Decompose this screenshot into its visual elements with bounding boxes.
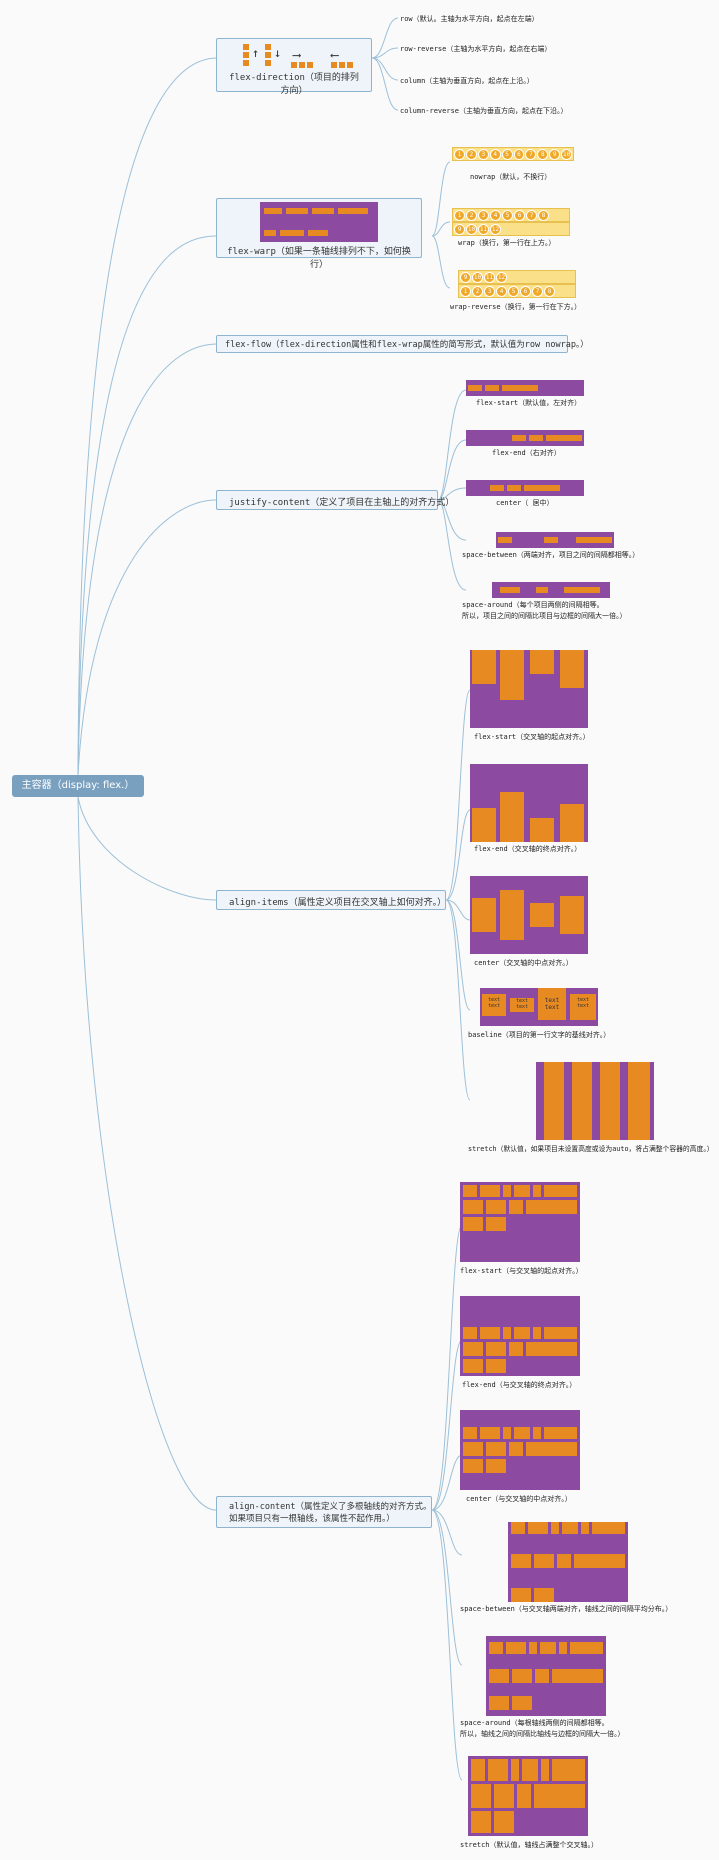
justify-space-around-label-2[interactable]: 所以，项目之间的间隔比项目与边框的间隔大一倍。） — [462, 612, 627, 620]
justify-space-around-label[interactable]: space-around（每个项目两侧的间隔相等。 — [462, 601, 604, 609]
justify-flex-end-label[interactable]: flex-end（右对齐） — [492, 449, 561, 457]
flex-direction-column[interactable]: column（主轴为垂直方向，起点在上沿。） — [400, 77, 534, 85]
align-content-flex-start-illustration — [460, 1182, 580, 1262]
align-content-stretch-label[interactable]: stretch（默认值，轴线占满整个交叉轴。） — [460, 1841, 598, 1849]
arrow-left-icon: ⟵ — [331, 48, 339, 62]
align-content-title: align-content（属性定义了多根轴线的对齐方式。 — [229, 1502, 432, 1512]
flex-wrap-node[interactable]: flex-warp（如果一条轴线排列不下，如何换行） — [216, 198, 422, 270]
align-items-node[interactable]: align-items（属性定义项目在交叉轴上如何对齐。） — [216, 890, 446, 910]
flex-direction-illustration: ↑ ↓ ⟶ ⟵ — [225, 42, 363, 70]
flex-direction-node[interactable]: ↑ ↓ ⟶ ⟵ flex-direction（项目的排列方向） — [216, 38, 372, 96]
flex-flow-node[interactable]: flex-flow（flex-direction属性和flex-wrap属性的简… — [216, 335, 589, 353]
align-content-stretch-illustration — [468, 1756, 588, 1836]
flex-direction-title: flex-direction（项目的排列方向） — [229, 73, 359, 96]
justify-center-label[interactable]: center（ 居中） — [496, 499, 554, 507]
align-content-center-label[interactable]: center（与交叉轴的中点对齐。） — [466, 1495, 572, 1503]
align-items-center-illustration — [470, 876, 588, 954]
align-content-space-around-illustration — [486, 1636, 606, 1716]
flex-wrap-illustration — [260, 202, 378, 242]
wrap-label[interactable]: wrap（换行，第一行在上方。） — [458, 239, 556, 247]
root-node[interactable]: 主容器（display: flex.） — [12, 775, 144, 797]
align-items-baseline-illustration: text text text text text text text text — [480, 988, 598, 1026]
align-items-stretch-label[interactable]: stretch（默认值，如果项目未设置高度或设为auto，将占满整个容器的高度。… — [468, 1145, 714, 1153]
align-items-flex-end-label[interactable]: flex-end（交叉轴的终点对齐。） — [474, 845, 582, 853]
align-content-space-between-illustration — [508, 1522, 628, 1602]
justify-flex-end-illustration — [466, 430, 584, 446]
align-items-flex-end-illustration — [470, 764, 588, 842]
align-content-center-illustration — [460, 1410, 580, 1490]
nowrap-label[interactable]: nowrap（默认，不换行） — [470, 173, 552, 181]
arrow-up-icon: ↑ — [252, 46, 260, 60]
arrow-down-icon: ↓ — [274, 46, 282, 60]
align-items-baseline-label[interactable]: baseline（项目的第一行文字的基线对齐。） — [468, 1031, 611, 1039]
flex-wrap-title: flex-warp（如果一条轴线排列不下，如何换行） — [227, 247, 411, 270]
flex-direction-row[interactable]: row（默认。主轴为水平方向，起点在左端） — [400, 15, 539, 23]
align-items-center-label[interactable]: center（交叉轴的中点对齐。） — [474, 959, 573, 967]
align-items-flex-start-label[interactable]: flex-start（交叉轴的起点对齐。） — [474, 733, 590, 741]
align-content-flex-end-illustration — [460, 1296, 580, 1376]
align-content-flex-start-label[interactable]: flex-start（与交叉轴的起点对齐。） — [460, 1267, 583, 1275]
justify-flex-start-illustration — [466, 380, 584, 396]
flex-direction-column-reverse[interactable]: column-reverse（主轴为垂直方向，起点在下沿。） — [400, 107, 568, 115]
justify-center-illustration — [466, 480, 584, 496]
align-content-flex-end-label[interactable]: flex-end（与交叉轴的终点对齐。） — [462, 1381, 577, 1389]
wrap-reverse-label[interactable]: wrap-reverse（换行，第一行在下方。） — [450, 303, 582, 311]
align-content-node[interactable]: align-content（属性定义了多根轴线的对齐方式。 如果项目只有一根轴线… — [216, 1496, 432, 1528]
justify-flex-start-label[interactable]: flex-start（默认值，左对齐） — [476, 399, 582, 407]
justify-space-between-label[interactable]: space-between（两端对齐，项目之间的间隔都相等。） — [462, 551, 640, 559]
justify-space-around-illustration — [492, 582, 610, 598]
align-items-flex-start-illustration — [470, 650, 588, 728]
align-content-title-2: 如果项目只有一根轴线，该属性不起作用。） — [229, 1514, 395, 1524]
justify-content-node[interactable]: justify-content（定义了项目在主轴上的对齐方式） — [216, 490, 454, 510]
justify-space-between-illustration — [496, 532, 614, 548]
align-content-space-around-label[interactable]: space-around（每根轴线两侧的间隔都相等。 — [460, 1719, 609, 1727]
align-items-stretch-illustration — [536, 1062, 654, 1140]
flex-direction-row-reverse[interactable]: row-reverse（主轴为水平方向，起点在右端） — [400, 45, 552, 53]
arrow-right-icon: ⟶ — [293, 48, 301, 62]
align-content-space-around-label-2[interactable]: 所以，轴线之间的间隔比轴线与边框的间隔大一倍。） — [460, 1730, 625, 1738]
align-content-space-between-label[interactable]: space-between（与交叉轴两端对齐，轴线之间的间隔平均分布。） — [460, 1605, 673, 1613]
